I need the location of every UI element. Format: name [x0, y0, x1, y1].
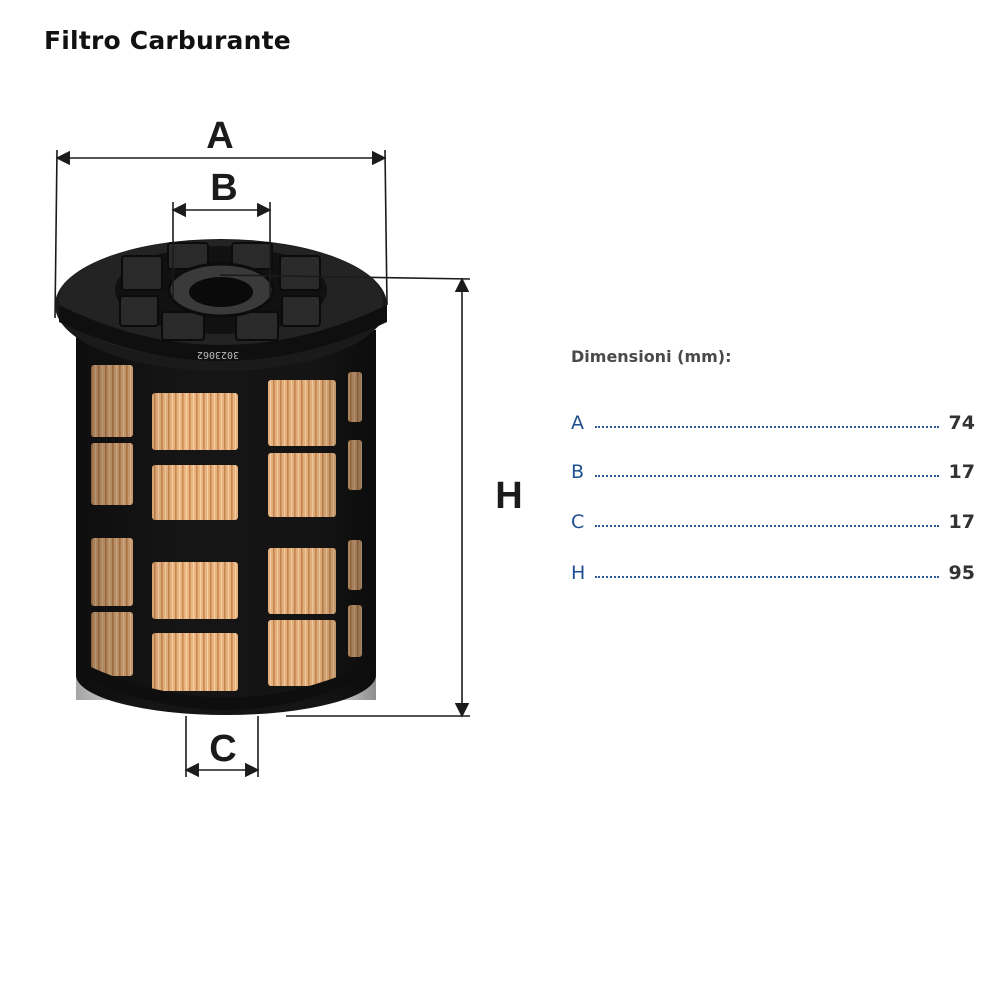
dimension-value: 17: [948, 511, 975, 533]
dimension-label-a: A: [206, 115, 233, 157]
dotted-leader: [595, 475, 939, 477]
dimension-value: 95: [948, 562, 975, 584]
dimension-key: B: [571, 461, 585, 483]
dotted-leader: [595, 525, 939, 527]
dimension-value: 17: [948, 461, 975, 483]
dimension-label-b: B: [210, 167, 237, 209]
dimension-key: C: [571, 511, 585, 533]
dimension-row-h: H 95: [571, 561, 975, 585]
dimension-row-b: B 17: [571, 460, 975, 484]
dimension-value: 74: [948, 412, 975, 434]
dimension-key: A: [571, 412, 584, 434]
dotted-leader: [595, 426, 939, 428]
dimensions-panel: Dimensioni (mm): A 74 B 17 C 17 H 95: [571, 347, 975, 584]
page-title: Filtro Carburante: [44, 26, 291, 55]
dotted-leader: [595, 576, 939, 578]
dimensions-heading: Dimensioni (mm):: [571, 347, 732, 366]
dimension-row-a: A 74: [571, 411, 975, 435]
dimension-label-c: C: [209, 728, 236, 770]
dimension-label-h: H: [495, 475, 522, 517]
dimension-row-c: C 17: [571, 510, 975, 534]
filter-image: 3023062: [55, 239, 387, 715]
dimension-key: H: [571, 562, 586, 584]
product-marking: 3023062: [197, 349, 239, 360]
